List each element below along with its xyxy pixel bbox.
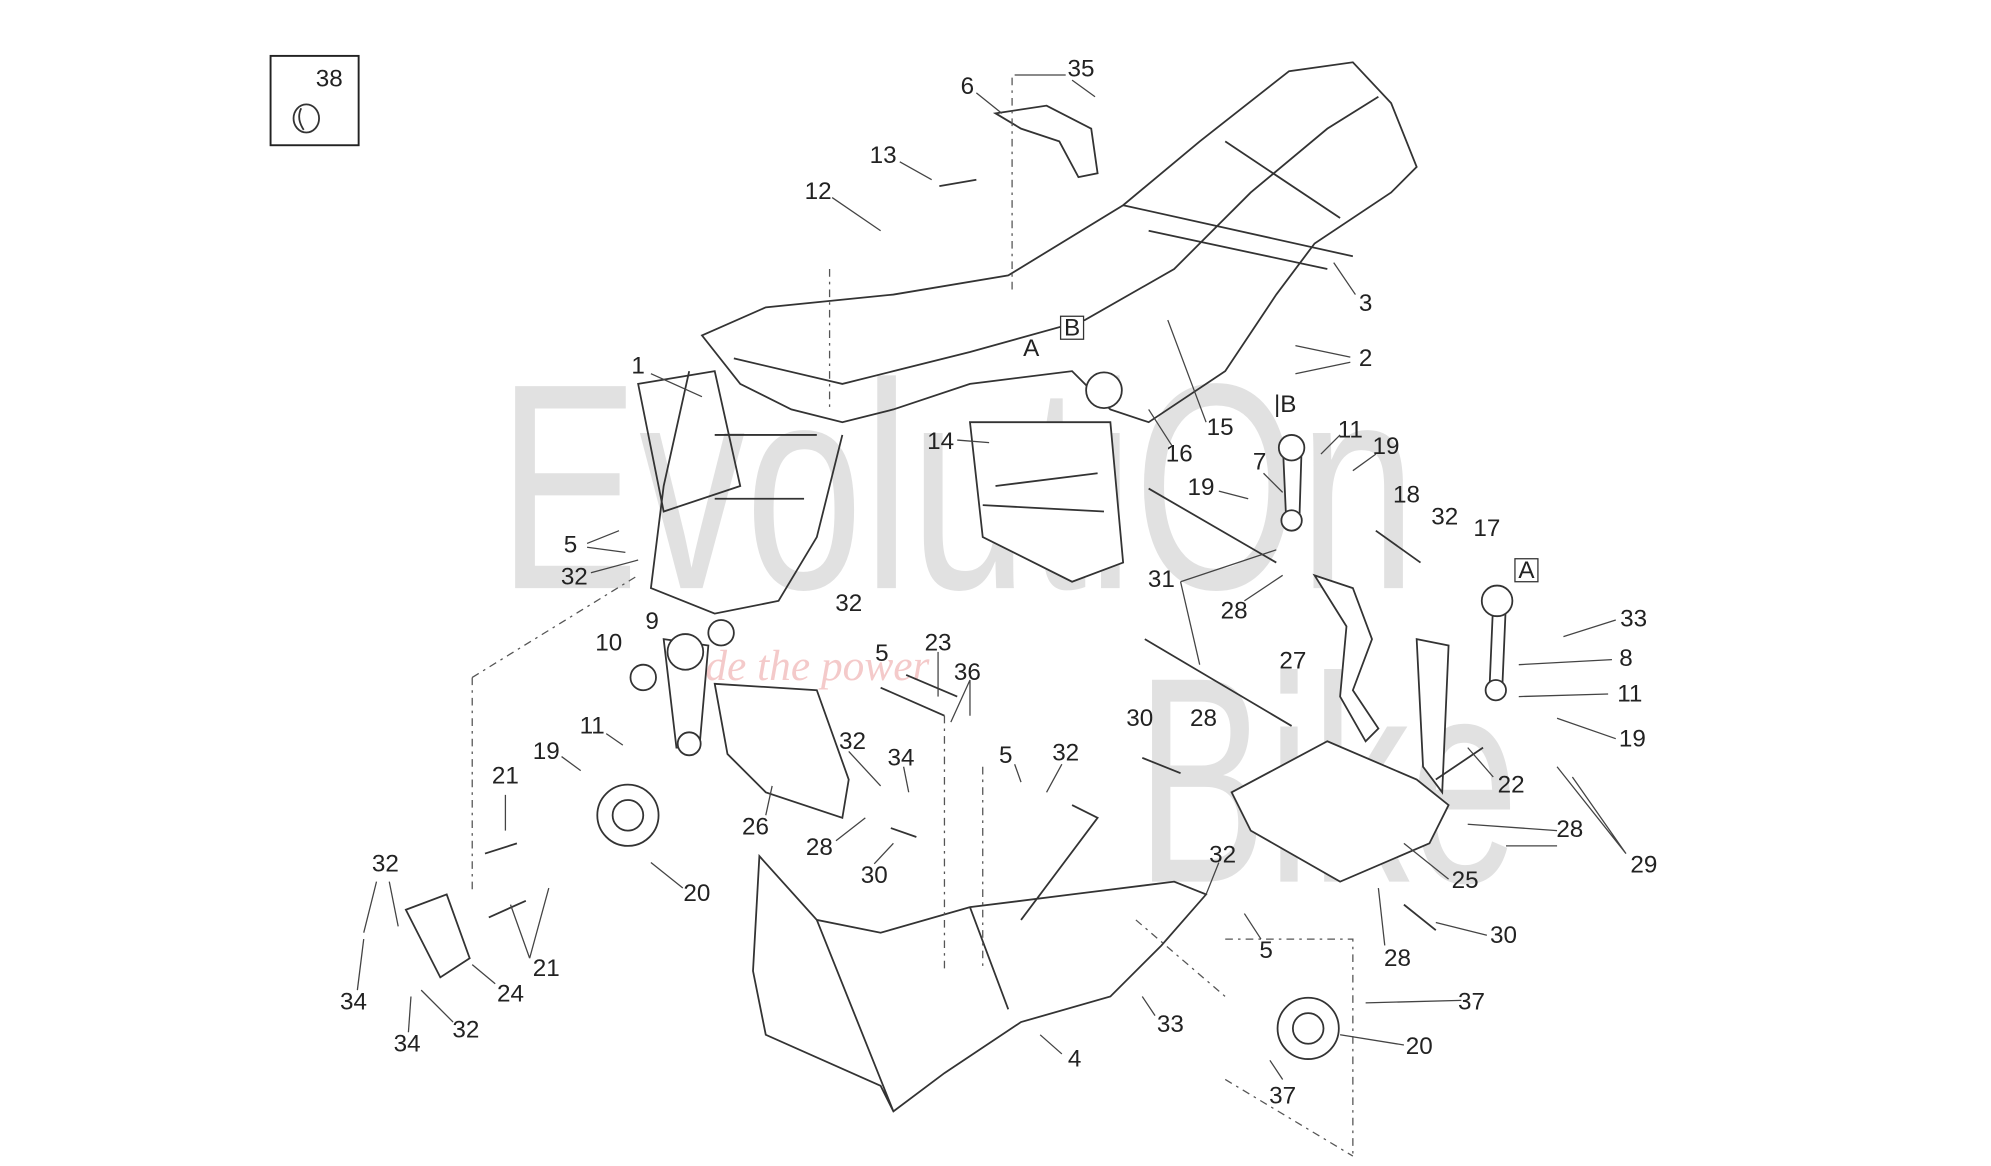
callout-32: 32 [561, 563, 588, 590]
svg-text:38: 38 [316, 66, 343, 93]
bracket-27 [1312, 573, 1380, 743]
callout-28: 28 [1221, 598, 1248, 625]
callout-25: 25 [1452, 867, 1479, 894]
callout-34: 34 [394, 1030, 421, 1057]
links [629, 434, 1514, 757]
callout-4: 4 [1068, 1046, 1081, 1073]
lower-cradle-4 [752, 804, 1208, 1113]
callout-32: 32 [1209, 842, 1236, 869]
callout-21: 21 [492, 762, 519, 789]
callout-34: 34 [888, 745, 915, 772]
callout-32: 32 [1052, 739, 1079, 766]
callout-27: 27 [1279, 648, 1306, 675]
subframe-25 [1230, 740, 1450, 883]
callout-5: 5 [1259, 937, 1272, 964]
callout-5: 5 [564, 531, 577, 558]
callout-32: 32 [839, 728, 866, 755]
legend-box-38: 38 [269, 54, 360, 147]
callout-19: 19 [1373, 433, 1400, 460]
callout-19: 19 [533, 738, 560, 765]
grommet-icon [292, 103, 320, 134]
leader-lines [356, 74, 1627, 1080]
bracket-24 [404, 893, 471, 979]
callout-7: 7 [1253, 448, 1266, 475]
plate-26 [713, 682, 850, 820]
svg-text:B: B [1064, 314, 1080, 341]
callout-19: 19 [1187, 474, 1214, 501]
ref-markers: B A |B A [1023, 314, 1539, 584]
callout-15: 15 [1207, 414, 1234, 441]
callout-12: 12 [805, 178, 832, 205]
callout-28: 28 [1190, 705, 1217, 732]
callout-10: 10 [595, 630, 622, 657]
callout-21: 21 [533, 955, 560, 982]
svg-text:EvolutiOn: EvolutiOn [498, 323, 1417, 651]
callout-28: 28 [1384, 945, 1411, 972]
callout-11: 11 [1617, 681, 1642, 708]
callout-13: 13 [870, 142, 897, 169]
callout-14: 14 [927, 428, 954, 455]
callout-32: 32 [835, 590, 862, 617]
callout-29: 29 [1630, 852, 1657, 879]
callouts: 35 6 13 12 3 2 1 15 16 11 19 14 7 19 18 … [340, 55, 1657, 1109]
callout-11: 11 [1338, 417, 1363, 444]
callout-33: 33 [1157, 1011, 1184, 1038]
svg-text:|B: |B [1274, 391, 1296, 418]
callout-34: 34 [340, 988, 367, 1015]
callout-23: 23 [925, 630, 952, 657]
callout-37: 37 [1269, 1083, 1296, 1110]
bolts [484, 178, 1484, 931]
bracket-6 [992, 104, 1099, 179]
engine-mount-20-right [1276, 996, 1340, 1060]
callout-28: 28 [806, 834, 833, 861]
callout-2: 2 [1359, 345, 1372, 372]
svg-text:ride the power: ride the power [676, 642, 929, 690]
callout-6: 6 [961, 73, 974, 100]
callout-26: 26 [742, 813, 769, 840]
callout-24: 24 [497, 981, 524, 1008]
callout-18: 18 [1393, 482, 1420, 509]
callout-11: 11 [580, 713, 605, 740]
callout-20: 20 [1406, 1033, 1433, 1060]
svg-text:A: A [1518, 557, 1535, 584]
callout-3: 3 [1359, 290, 1372, 317]
callout-19: 19 [1619, 725, 1646, 752]
callout-31: 31 [1148, 566, 1175, 593]
engine-mount-20-left [596, 783, 660, 847]
callout-22: 22 [1498, 771, 1525, 798]
callout-5: 5 [999, 742, 1012, 769]
bracket-22 [1415, 638, 1450, 795]
callout-9: 9 [645, 608, 658, 635]
callout-36: 36 [954, 659, 981, 686]
callout-28: 28 [1556, 816, 1583, 843]
callout-30: 30 [861, 862, 888, 889]
callout-37: 37 [1458, 988, 1485, 1015]
callout-20: 20 [683, 880, 710, 907]
assembly-lines [471, 77, 1354, 1157]
svg-text:A: A [1023, 335, 1040, 362]
callout-5: 5 [875, 640, 888, 667]
main-frame [637, 61, 1418, 615]
callout-16: 16 [1166, 441, 1193, 468]
callout-8: 8 [1619, 645, 1632, 672]
callout-35: 35 [1068, 55, 1095, 82]
callout-30: 30 [1126, 705, 1153, 732]
callout-30: 30 [1490, 922, 1517, 949]
callout-32: 32 [1431, 503, 1458, 530]
callout-32: 32 [372, 850, 399, 877]
callout-33: 33 [1620, 605, 1647, 632]
callout-1: 1 [631, 353, 644, 380]
callout-17: 17 [1473, 515, 1500, 542]
callout-32: 32 [452, 1016, 479, 1043]
